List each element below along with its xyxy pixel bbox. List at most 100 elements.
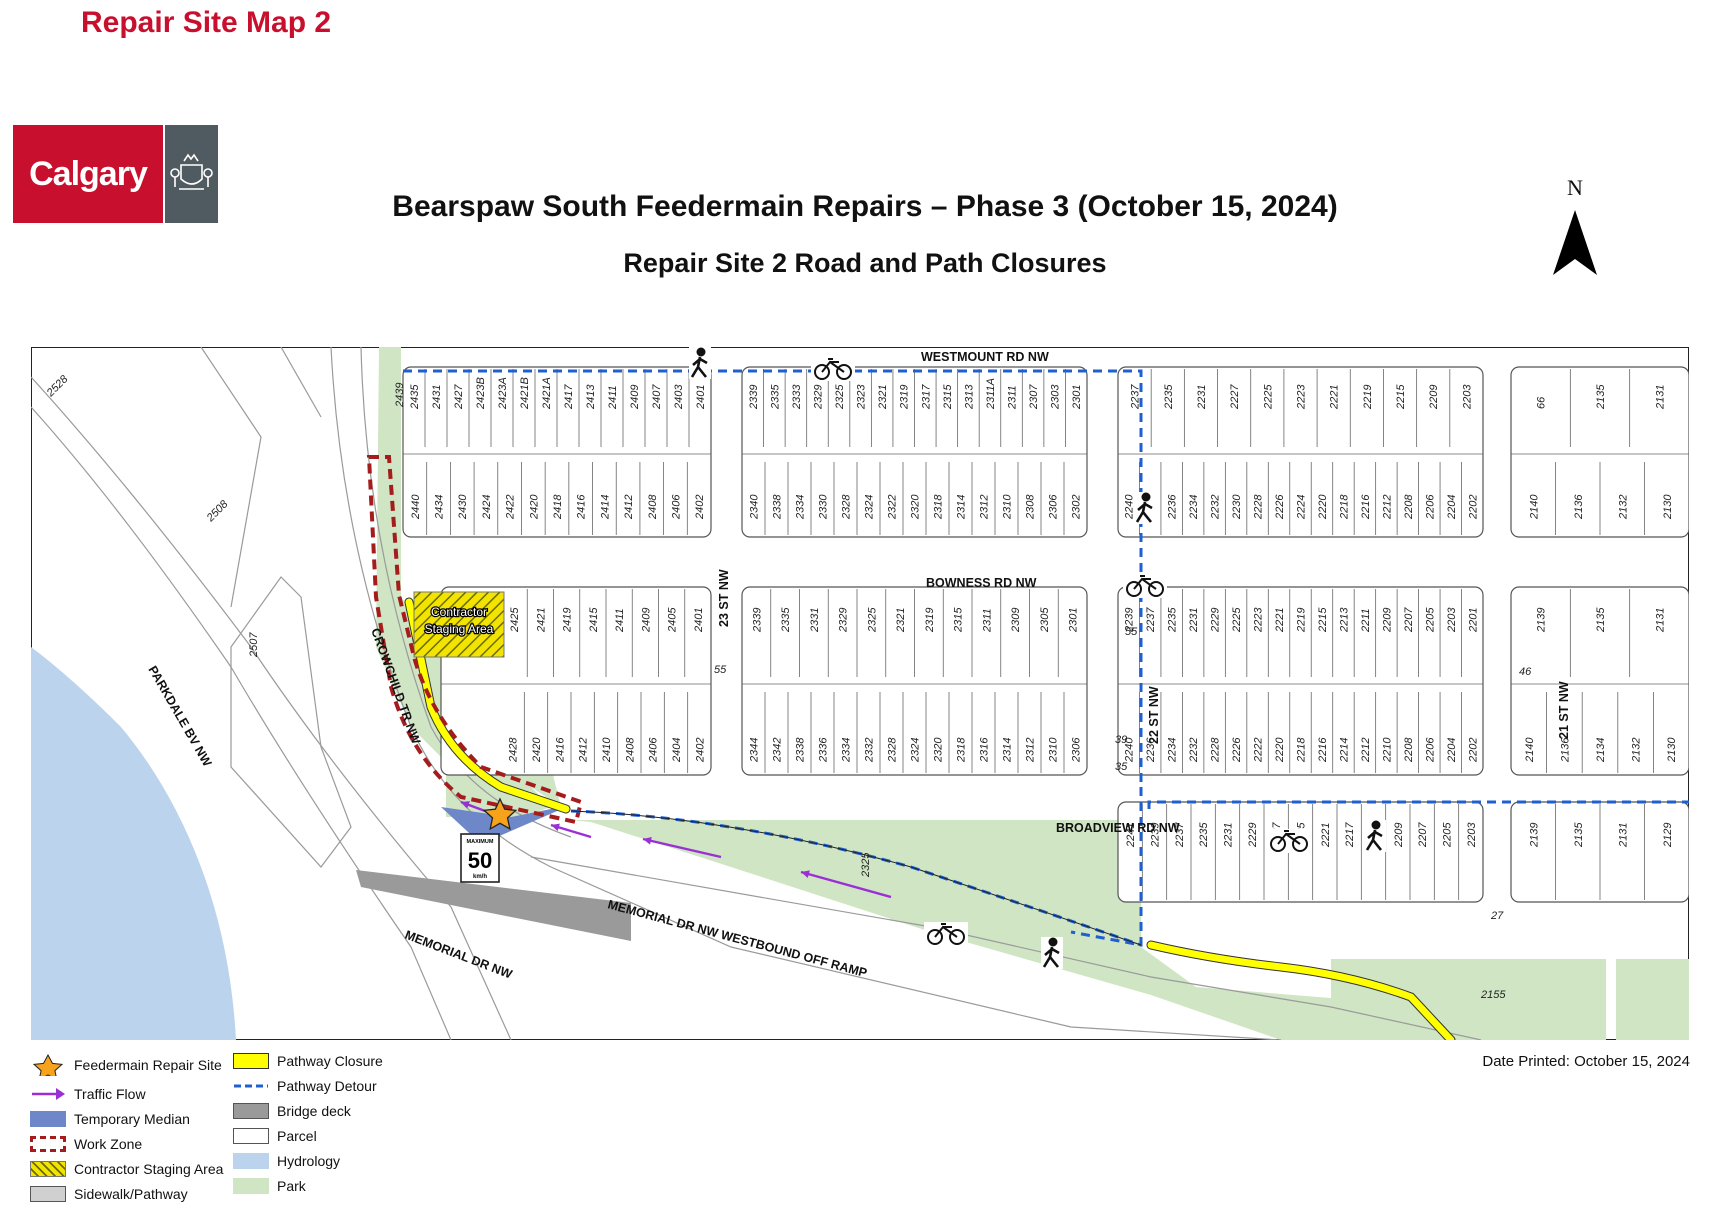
lot-number: 2315 bbox=[953, 607, 965, 633]
lot-number: 2329 bbox=[838, 608, 850, 633]
legend-closure-swatch bbox=[233, 1053, 269, 1069]
lot-number: 2428 bbox=[508, 737, 520, 763]
north-arrow: N bbox=[1545, 175, 1605, 280]
lot-number: 2303 bbox=[1050, 384, 1062, 410]
legend-park: Park bbox=[233, 1175, 306, 1197]
lot-number: 2135 bbox=[1573, 822, 1585, 848]
lot-number: 2315 bbox=[942, 384, 954, 410]
legend-detour: Pathway Detour bbox=[233, 1075, 377, 1097]
lot-number: 2224 bbox=[1296, 495, 1308, 520]
parcel-27: 27 bbox=[1490, 910, 1504, 922]
lot-number: 2228 bbox=[1253, 494, 1265, 520]
river bbox=[31, 647, 236, 1040]
lot-number: 2208 bbox=[1403, 737, 1415, 763]
lot-number: 2423B bbox=[475, 377, 487, 410]
lot-number: 2236 bbox=[1167, 494, 1179, 520]
lot-number: 2408 bbox=[624, 737, 636, 763]
lot-number: 2210 bbox=[1381, 737, 1393, 763]
lot-number: 2344 bbox=[749, 738, 761, 763]
lot-number: 2339 bbox=[748, 385, 760, 410]
lot-number: 2140 bbox=[1524, 737, 1536, 763]
legend-repair-label: Feedermain Repair Site bbox=[74, 1057, 222, 1073]
legend-sidewalk: Sidewalk/Pathway bbox=[30, 1183, 188, 1205]
lot-number: 2211 bbox=[1360, 608, 1372, 633]
parcel-46: 46 bbox=[1519, 666, 1532, 678]
north-label: N bbox=[1567, 175, 1583, 200]
lot-number: 2232 bbox=[1188, 738, 1200, 763]
lot-number: 2240 bbox=[1124, 737, 1136, 763]
lot-number: 2221 bbox=[1274, 608, 1286, 633]
lot-number: 2334 bbox=[841, 738, 853, 763]
lot-number: 2239 bbox=[1150, 823, 1162, 848]
legend-detour-label: Pathway Detour bbox=[277, 1078, 377, 1094]
crest-icon bbox=[170, 153, 213, 190]
lot-number: 66 bbox=[1536, 396, 1548, 409]
lot-number: 2338 bbox=[795, 737, 807, 763]
lot-number: 2228 bbox=[1210, 737, 1222, 763]
parcel-2325: 2325 bbox=[860, 852, 872, 878]
lot-number: 2330 bbox=[818, 494, 830, 520]
bridge-deck bbox=[356, 870, 631, 941]
lot-number: 2408 bbox=[647, 494, 659, 520]
lot-number: 2336 bbox=[818, 737, 830, 763]
lot-number: 2401 bbox=[695, 385, 707, 410]
bicycle-icon bbox=[924, 922, 968, 946]
traffic-arrow-head-icon bbox=[643, 837, 652, 845]
lot-number: 2132 bbox=[1617, 495, 1629, 520]
lot-number: 2405 bbox=[667, 607, 679, 633]
lot-number: 2226 bbox=[1274, 494, 1286, 520]
legend-hydro-label: Hydrology bbox=[277, 1153, 341, 1169]
lot-number: 2206 bbox=[1424, 737, 1436, 763]
legend-traffic: Traffic Flow bbox=[30, 1083, 146, 1105]
lot-number: 2239 bbox=[1124, 608, 1136, 633]
parcel-55b: 55 bbox=[1125, 626, 1138, 638]
lot-number: 2402 bbox=[694, 495, 706, 520]
lot-number: 2412 bbox=[578, 738, 590, 763]
lot-number: 2219 bbox=[1362, 385, 1374, 410]
pedestrian-icon bbox=[1041, 937, 1063, 969]
lot-number: 2309 bbox=[1010, 608, 1022, 633]
lot-number: 2311 bbox=[981, 608, 993, 633]
lot-number: 2410 bbox=[601, 737, 613, 763]
lot-number: 2209 bbox=[1428, 385, 1440, 410]
work-zone bbox=[366, 455, 584, 825]
lot-number: 2320 bbox=[933, 737, 945, 763]
label-22st: 22 ST NW bbox=[1147, 686, 1161, 744]
lot-number: 2434 bbox=[434, 495, 446, 520]
parcel-55a: 55 bbox=[714, 664, 727, 676]
lot-number: 2413 bbox=[585, 384, 597, 410]
lot-number: 2219 bbox=[1296, 608, 1308, 633]
speed-limit-sign: MAXIMUM 50 km/h bbox=[460, 833, 500, 883]
lot-number: 2215 bbox=[1317, 607, 1329, 633]
legend-star-icon bbox=[30, 1054, 66, 1076]
lot-number: 2421 bbox=[535, 608, 547, 633]
legend-hydro: Hydrology bbox=[233, 1150, 340, 1172]
lot-number: 2201 bbox=[1467, 608, 1479, 633]
lot-number: 2213 bbox=[1338, 607, 1350, 633]
speed-sign-value: 50 bbox=[468, 848, 492, 873]
date-printed: Date Printed: October 15, 2024 bbox=[1482, 1053, 1690, 1070]
lot-number: 2418 bbox=[552, 494, 564, 520]
lot-number: 2209 bbox=[1381, 608, 1393, 633]
lot-number: 2136 bbox=[1559, 737, 1571, 763]
lot-number: 2235 bbox=[1163, 384, 1175, 410]
lot-number: 2227 bbox=[1229, 384, 1241, 410]
legend-sidewalk-swatch bbox=[30, 1186, 66, 1202]
lot-number: 2416 bbox=[554, 737, 566, 763]
lot-number: 2409 bbox=[640, 608, 652, 633]
lot-number: 2217 bbox=[1344, 822, 1356, 848]
lot-number: 2204 bbox=[1446, 738, 1458, 763]
lot-number: 2311 bbox=[1007, 385, 1019, 410]
park-crowchild-strip bbox=[376, 347, 551, 817]
lot-number: 2416 bbox=[576, 494, 588, 520]
lot-number: 2332 bbox=[864, 738, 876, 763]
pedestrian-icon bbox=[1134, 492, 1156, 524]
lot-number: 2421B bbox=[519, 377, 531, 410]
lot-number: 2225 bbox=[1231, 607, 1243, 633]
lot-number: 2312 bbox=[1025, 738, 1037, 763]
lot-number: 2140 bbox=[1528, 494, 1540, 520]
lot-number: 2306 bbox=[1071, 737, 1083, 763]
lot-number: 2333 bbox=[791, 384, 803, 410]
label-westmount: WESTMOUNT RD NW bbox=[921, 350, 1049, 364]
lot-number: 2331 bbox=[809, 608, 821, 633]
